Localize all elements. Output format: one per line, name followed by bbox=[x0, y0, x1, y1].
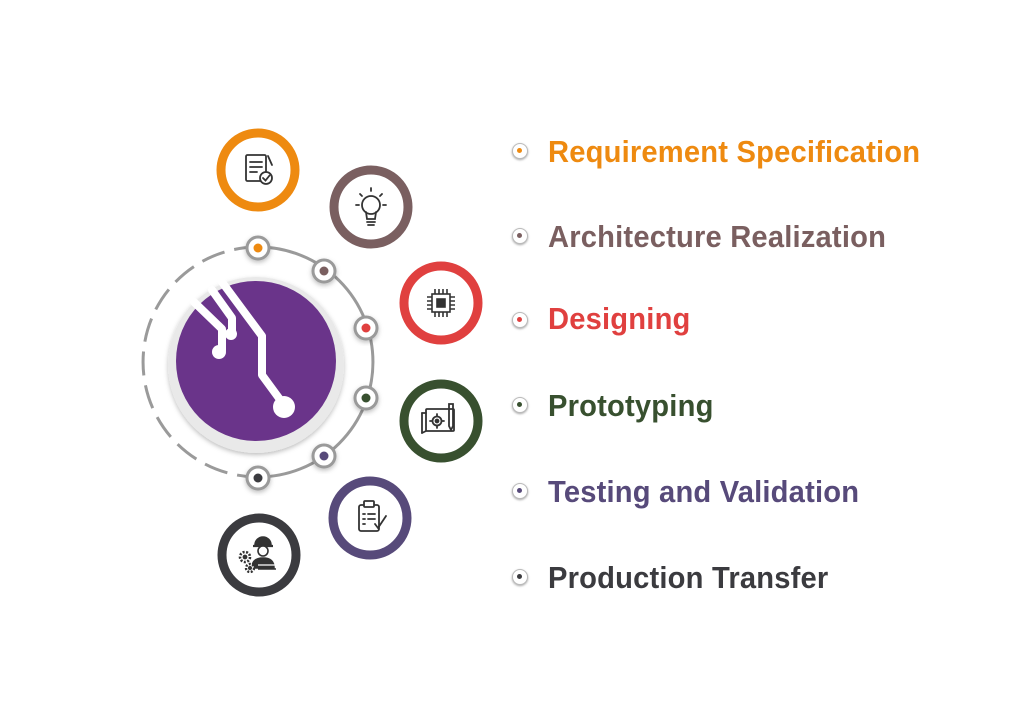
step-4-bullet bbox=[512, 397, 528, 413]
step-5-icon-circle bbox=[328, 476, 412, 560]
step-4-icon-circle bbox=[399, 379, 483, 463]
clipboard-check-icon bbox=[358, 500, 387, 532]
step-2-label: Architecture Realization bbox=[548, 219, 887, 254]
step-1-label: Requirement Specification bbox=[548, 134, 921, 169]
step-6-bullet bbox=[512, 569, 528, 585]
microchip-icon bbox=[427, 289, 455, 317]
hub bbox=[168, 277, 344, 453]
step-2-icon-circle bbox=[329, 165, 413, 249]
step-2-bullet bbox=[512, 228, 528, 244]
step-3-icon-circle bbox=[399, 261, 483, 345]
step-1-ring bbox=[216, 128, 300, 212]
step-2-ring bbox=[329, 165, 413, 249]
orbit-node-6 bbox=[245, 465, 271, 491]
orbit-node-3 bbox=[353, 315, 379, 341]
step-1-bullet bbox=[512, 143, 528, 159]
step-5-bullet-dot bbox=[517, 488, 522, 493]
orbit-solid-arc bbox=[257, 245, 375, 479]
step-5-ring bbox=[328, 476, 412, 560]
step-5-bullet bbox=[512, 483, 528, 499]
lightbulb-icon bbox=[355, 187, 387, 226]
step-5-label: Testing and Validation bbox=[548, 474, 860, 509]
orbit-node-4-dot bbox=[361, 393, 371, 403]
orbit-node-6-dot bbox=[253, 473, 263, 483]
orbit-dashed-arc bbox=[141, 245, 259, 479]
engineer-gears-icon bbox=[238, 536, 276, 574]
step-4-label: Prototyping bbox=[548, 388, 714, 423]
orbit-node-5 bbox=[311, 443, 337, 469]
step-3-bullet-dot bbox=[517, 317, 522, 322]
orbit-node-1-dot bbox=[253, 243, 263, 253]
orbit-nodes bbox=[245, 235, 379, 491]
blueprint-icon bbox=[421, 403, 455, 434]
step-4-bullet-dot bbox=[517, 402, 522, 407]
step-1-bullet-dot bbox=[517, 148, 522, 153]
orbit-node-2-dot bbox=[319, 266, 329, 276]
orbit-node-2 bbox=[311, 258, 337, 284]
orbit-node-1 bbox=[245, 235, 271, 261]
step-icon-circles bbox=[216, 128, 483, 597]
step-6-icon-circle bbox=[217, 513, 301, 597]
step-6-bullet-dot bbox=[517, 574, 522, 579]
step-1-icon-circle bbox=[216, 128, 300, 212]
step-3-bullet bbox=[512, 312, 528, 328]
orbit-node-3-dot bbox=[361, 323, 371, 333]
step-6-label: Production Transfer bbox=[548, 560, 829, 595]
orbit-node-4 bbox=[353, 385, 379, 411]
orbit-node-5-dot bbox=[319, 451, 329, 461]
step-3-label: Designing bbox=[548, 301, 691, 336]
circuit-icon bbox=[190, 278, 295, 418]
step-2-bullet-dot bbox=[517, 233, 522, 238]
document-check-icon bbox=[245, 154, 273, 185]
